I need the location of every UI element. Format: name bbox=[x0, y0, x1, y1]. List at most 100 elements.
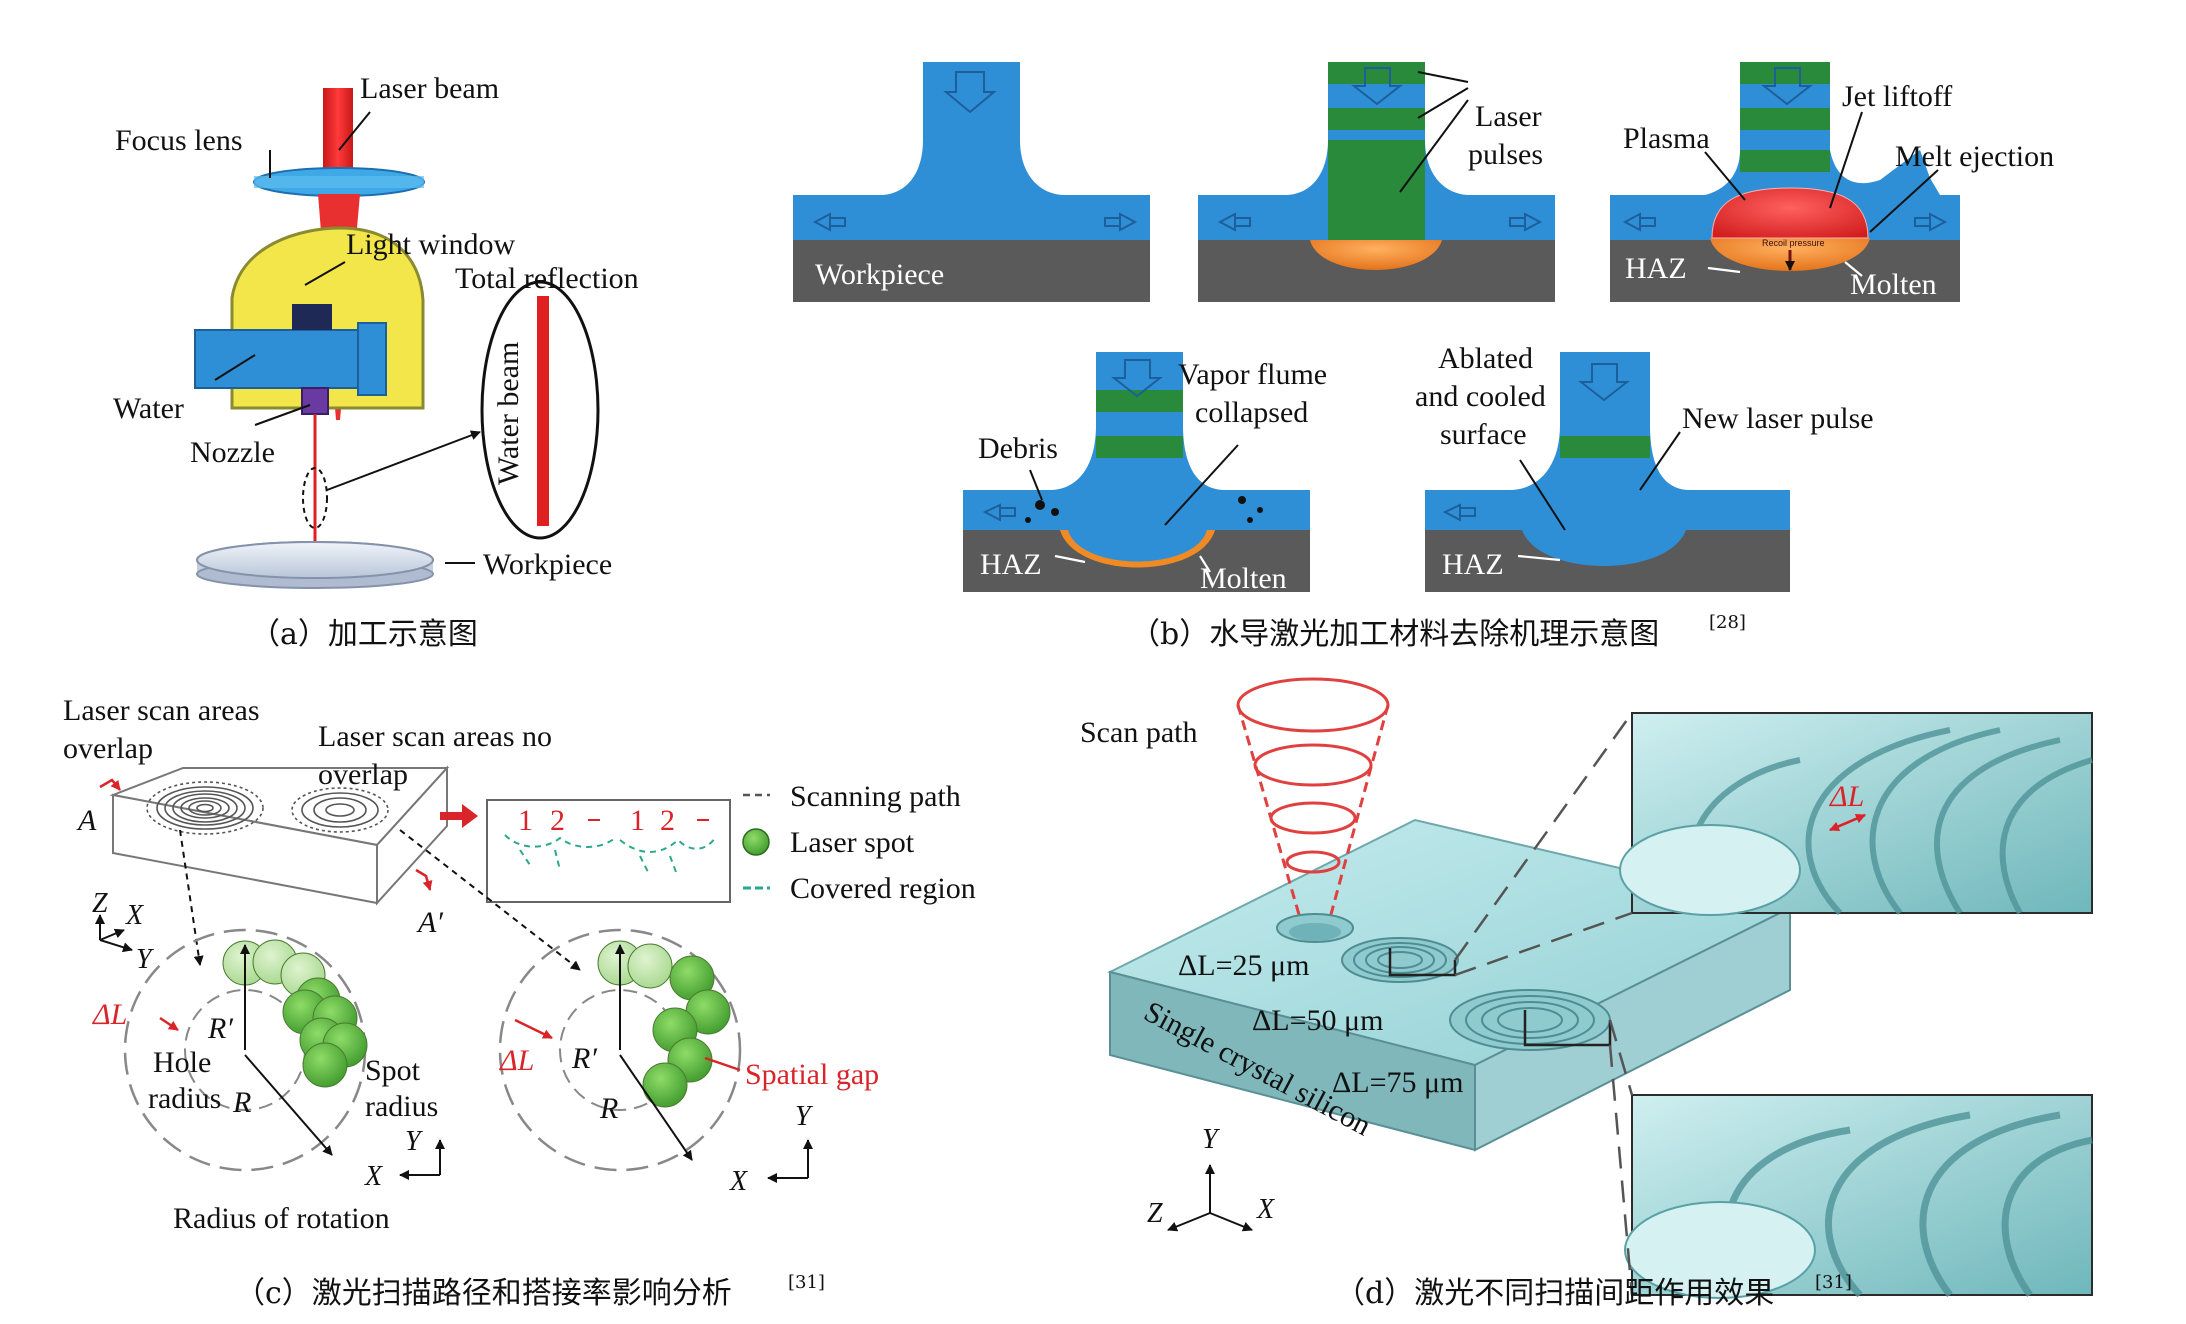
panel-a: Water beam Laser beam Focus lens Light w… bbox=[113, 72, 639, 652]
c-axis-z: Z bbox=[92, 888, 108, 919]
c-right-r: R bbox=[599, 1092, 618, 1125]
c-diagram-gap: ΔL R′ R Spatial gap bbox=[498, 928, 879, 1172]
c-inset-1a: 1 bbox=[518, 804, 533, 837]
b3-plasma: Plasma bbox=[1623, 122, 1710, 155]
c-axes-2d-left: Y X bbox=[364, 1126, 445, 1192]
d-label-75: ΔL=75 μm bbox=[1332, 1066, 1463, 1099]
water-beam-core bbox=[537, 296, 549, 526]
c-inset-2a: 2 bbox=[550, 804, 565, 837]
d-scan-path: Scan path bbox=[1080, 716, 1197, 749]
c-inset bbox=[486, 799, 731, 903]
c-inset-1b: 1 bbox=[630, 804, 645, 837]
c-no-overlap-2: overlap bbox=[318, 758, 408, 791]
b4-vapor-1: Vapor flume bbox=[1178, 358, 1327, 391]
c-a-prime-label: A′ bbox=[416, 906, 443, 939]
water-beam-label: Water beam bbox=[492, 342, 525, 485]
b3-haz: HAZ bbox=[1625, 252, 1687, 285]
c-inset-2b: 2 bbox=[660, 804, 675, 837]
label-total-reflection: Total reflection bbox=[455, 262, 639, 295]
c-left-axis-y: Y bbox=[405, 1126, 424, 1157]
c-axes-3d: Z X Y bbox=[92, 888, 155, 975]
c-spot-radius-1: Spot bbox=[365, 1054, 421, 1087]
c-hole-radius-1: Hole bbox=[153, 1046, 211, 1079]
caption-c-ref: [31] bbox=[788, 1272, 825, 1293]
caption-c: （c）激光扫描路径和搭接率影响分析 bbox=[235, 1276, 732, 1311]
c-radius-rotation: Radius of rotation bbox=[173, 1202, 390, 1235]
b3-recoil-label: Recoil pressure bbox=[1762, 238, 1825, 248]
b5-ablated-3: surface bbox=[1440, 418, 1527, 451]
b-stage-4: Debris Vapor flume collapsed HAZ Molten bbox=[963, 352, 1327, 595]
c-axes-2d-right: Y X bbox=[729, 1101, 814, 1197]
d-hole-25 bbox=[1276, 913, 1354, 943]
d-label-50: ΔL=50 μm bbox=[1252, 1004, 1383, 1037]
c-spot-radius-2: radius bbox=[365, 1090, 438, 1123]
c-legend-scanning-path: Scanning path bbox=[790, 780, 961, 813]
caption-d-ref: [31] bbox=[1815, 1272, 1852, 1293]
c-diagram-overlap: ΔL R′ R Hole radius Spot radius Radius o… bbox=[92, 928, 438, 1235]
d-axis-y: Y bbox=[1202, 1124, 1221, 1155]
c-axis-x: X bbox=[125, 900, 144, 931]
c-right-axis-y: Y bbox=[795, 1101, 814, 1132]
nozzle bbox=[301, 387, 329, 415]
panel-b: Workpiece Laser pulses bbox=[793, 62, 2054, 652]
caption-b-ref: [28] bbox=[1709, 612, 1746, 633]
c-spatial-gap: Spatial gap bbox=[745, 1058, 879, 1091]
b3-melt-ejection: Melt ejection bbox=[1895, 140, 2054, 173]
c-legend-covered-region: Covered region bbox=[790, 872, 976, 905]
d-hole-50 bbox=[1341, 937, 1459, 983]
c-left-delta-l: ΔL bbox=[92, 998, 127, 1031]
b-stage-2: Laser pulses bbox=[1198, 62, 1555, 302]
c-right-r-prime: R′ bbox=[571, 1042, 597, 1075]
d-axis-z: Z bbox=[1147, 1198, 1163, 1229]
c-legend-laser-spot: Laser spot bbox=[790, 826, 915, 859]
c-left-r: R bbox=[232, 1086, 251, 1119]
b2-laser-label-2: pulses bbox=[1468, 138, 1543, 171]
c-spiral-no-overlap bbox=[291, 787, 389, 833]
d-axis-x: X bbox=[1256, 1194, 1275, 1225]
c-overlap-1: Laser scan areas bbox=[63, 694, 260, 727]
label-workpiece: Workpiece bbox=[483, 548, 612, 581]
d-zoom-top: ΔL bbox=[1619, 712, 2093, 916]
d-zoom-bottom bbox=[1624, 1094, 2093, 1299]
b5-ablated-1: Ablated bbox=[1438, 342, 1533, 375]
c-left-r-prime: R′ bbox=[207, 1012, 233, 1045]
c-a-label: A bbox=[76, 804, 97, 837]
jet-highlight bbox=[302, 467, 328, 529]
light-window bbox=[292, 304, 332, 330]
c-legend: Scanning path Laser spot Covered region bbox=[742, 780, 976, 905]
c-no-overlap-1: Laser scan areas no bbox=[318, 720, 552, 753]
c-right-axis-x: X bbox=[729, 1166, 748, 1197]
panel-c: A A′ Laser scan areas overlap Laser scan… bbox=[63, 694, 976, 1311]
d-label-25: ΔL=25 μm bbox=[1178, 949, 1309, 982]
b5-ablated-2: and cooled bbox=[1415, 380, 1546, 413]
label-nozzle: Nozzle bbox=[190, 436, 275, 469]
d-scan-path-cone bbox=[1236, 677, 1390, 919]
d-hole-75 bbox=[1449, 989, 1611, 1051]
c-hole-radius-2: radius bbox=[148, 1082, 221, 1115]
caption-d: （d）激光不同扫描间距作用效果 bbox=[1335, 1276, 1774, 1311]
b-stage-3: Recoil pressure Plasma Jet liftoff Melt … bbox=[1610, 62, 2054, 302]
water-chamber bbox=[194, 329, 386, 389]
b-stage-1: Workpiece bbox=[793, 62, 1150, 302]
b3-molten: Molten bbox=[1850, 268, 1937, 301]
b5-haz: HAZ bbox=[1442, 548, 1504, 581]
caption-a: （a）加工示意图 bbox=[250, 617, 478, 652]
b1-workpiece: Workpiece bbox=[815, 258, 944, 291]
d-axes: Y Z X bbox=[1147, 1124, 1275, 1232]
label-light-window: Light window bbox=[346, 228, 515, 261]
b4-molten: Molten bbox=[1200, 562, 1287, 595]
b2-laser-label-1: Laser bbox=[1475, 100, 1542, 133]
label-laser-beam: Laser beam bbox=[360, 72, 499, 105]
label-water: Water bbox=[113, 392, 184, 425]
laser-beam bbox=[323, 88, 353, 178]
b5-new-pulse: New laser pulse bbox=[1682, 402, 1874, 435]
label-focus-lens: Focus lens bbox=[115, 124, 243, 157]
b4-vapor-2: collapsed bbox=[1195, 396, 1308, 429]
c-spiral-overlap bbox=[146, 781, 264, 835]
c-right-delta-l: ΔL bbox=[499, 1044, 534, 1077]
panel-d: Single crystal silicon Scan path bbox=[1080, 677, 2093, 1311]
b4-haz: HAZ bbox=[980, 548, 1042, 581]
c-left-axis-x: X bbox=[364, 1161, 383, 1192]
b-stage-5: Ablated and cooled surface New laser pul… bbox=[1415, 342, 1874, 592]
